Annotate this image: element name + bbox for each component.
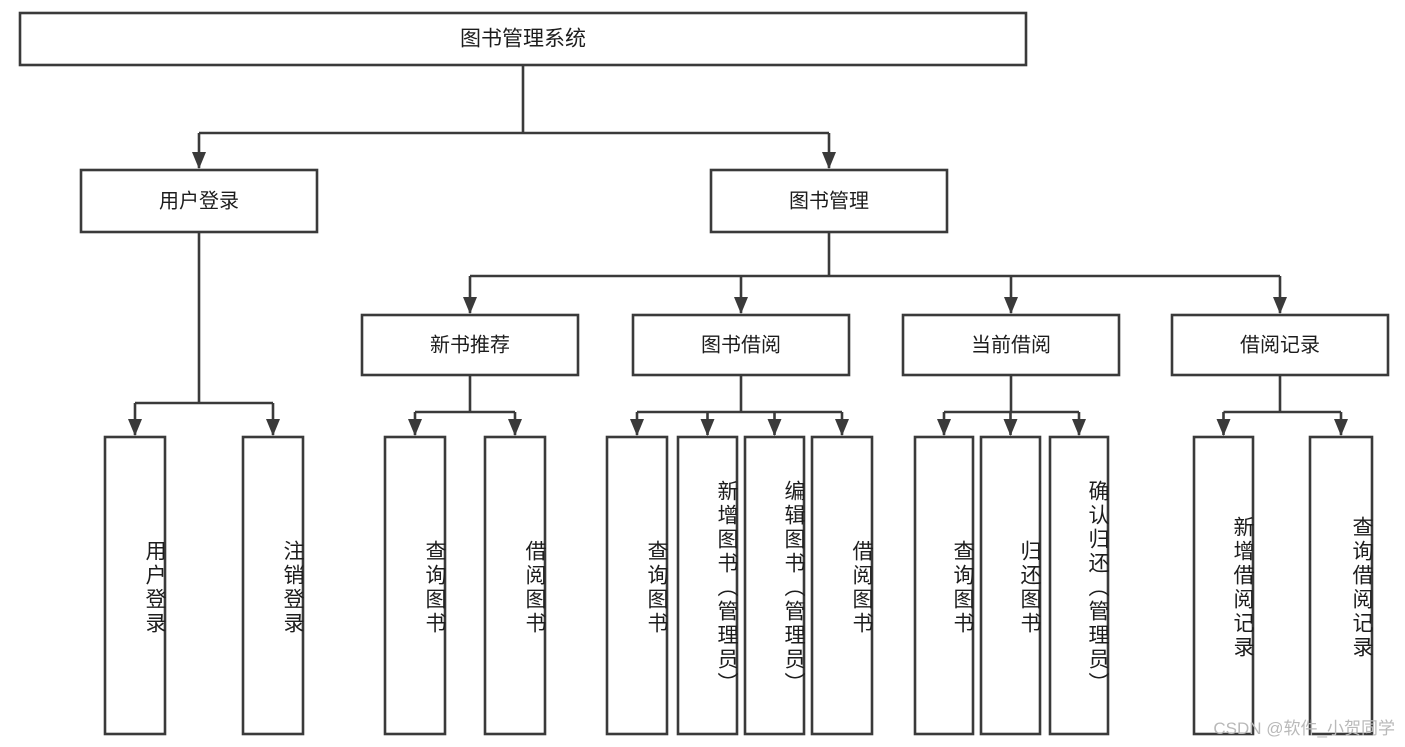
watermark-text: CSDN @软件_小贺同学 [1213, 719, 1395, 738]
arrow-head-icon [1072, 419, 1086, 436]
arrow-head-icon [192, 152, 206, 169]
node-boxes [18, 11, 1390, 736]
arrow-head-icon [1003, 419, 1018, 436]
arrow-head-icon [835, 419, 849, 436]
leaf-node-box-12[interactable] [1308, 435, 1374, 736]
arrow-head-icon [734, 297, 748, 314]
level2-node-label-0: 用户登录 [159, 189, 239, 212]
arrow-head-icon [767, 419, 782, 436]
level3-node-box-3[interactable] [1170, 313, 1390, 377]
leaf-node-box-10[interactable] [1048, 435, 1110, 736]
leaf-node-box-6[interactable] [743, 435, 806, 736]
leaf-node-box-2[interactable] [383, 435, 447, 736]
arrow-head-icon [266, 419, 280, 436]
arrow-head-icon [630, 419, 644, 436]
level3-node-label-2: 当前借阅 [971, 333, 1051, 356]
arrow-head-icon [408, 419, 422, 436]
arrow-head-icon [1273, 297, 1287, 314]
arrow-head-icon [700, 419, 715, 436]
root-node-label: 图书管理系统 [460, 28, 586, 51]
leaf-node-box-8[interactable] [913, 435, 975, 736]
arrow-head-icon [463, 297, 477, 314]
level2-node-box-0[interactable] [79, 168, 319, 234]
leaf-node-box-11[interactable] [1192, 435, 1255, 736]
arrow-head-icon [1004, 297, 1018, 314]
level3-node-label-1: 图书借阅 [701, 333, 781, 356]
arrow-head-icon [508, 419, 522, 436]
arrow-head-icon [822, 152, 836, 169]
leaf-node-box-7[interactable] [810, 435, 874, 736]
leaf-node-box-1[interactable] [241, 435, 305, 736]
arrow-head-icon [1334, 419, 1348, 436]
level3-node-label-0: 新书推荐 [430, 333, 510, 356]
level2-node-label-1: 图书管理 [789, 189, 869, 212]
root-node-box[interactable] [18, 11, 1028, 67]
leaf-node-box-5[interactable] [676, 435, 739, 736]
arrow-head-icon [128, 419, 142, 436]
level3-node-label-3: 借阅记录 [1240, 333, 1320, 356]
leaf-node-box-3[interactable] [483, 435, 547, 736]
level3-node-box-2[interactable] [901, 313, 1121, 377]
level3-node-box-0[interactable] [360, 313, 580, 377]
leaf-node-box-0[interactable] [103, 435, 167, 736]
arrow-head-icon [937, 419, 951, 436]
arrow-head-icon [1216, 419, 1231, 436]
leaf-node-box-4[interactable] [605, 435, 669, 736]
level3-node-box-1[interactable] [631, 313, 851, 377]
connector-lines [128, 65, 1348, 436]
level2-node-box-1[interactable] [709, 168, 949, 234]
leaf-node-box-9[interactable] [979, 435, 1042, 736]
